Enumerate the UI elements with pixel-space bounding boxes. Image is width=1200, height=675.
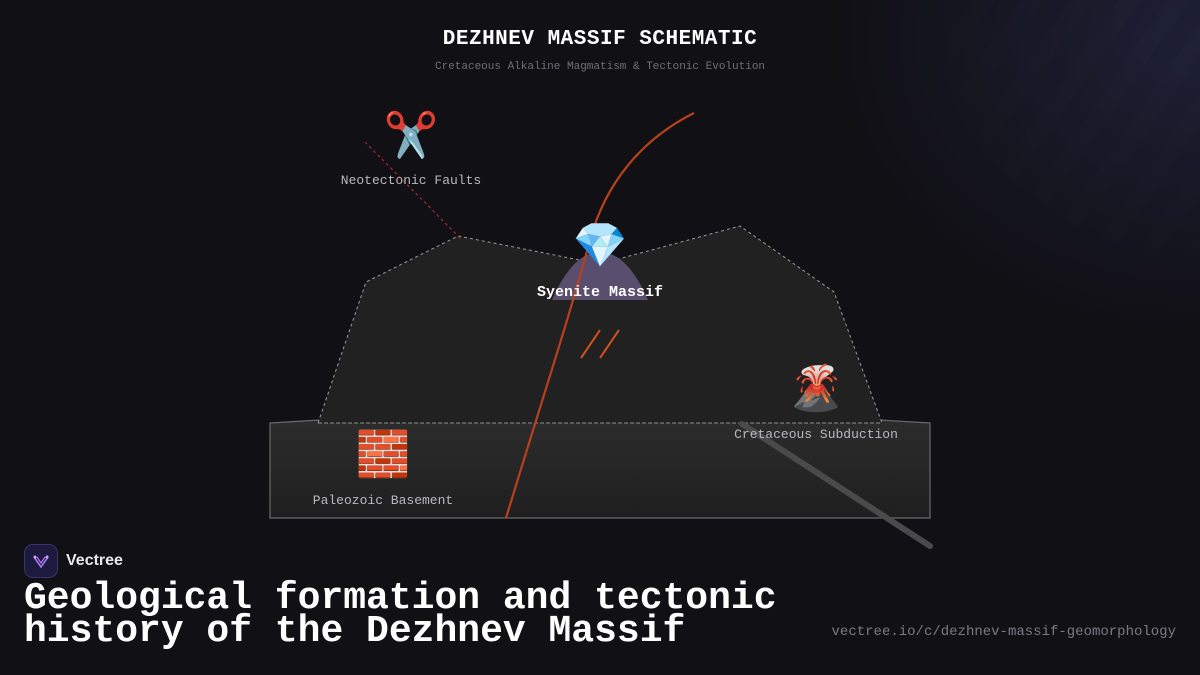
subduction-slab [739,421,933,549]
main-fault-line [504,112,695,519]
volcano-icon: 🌋 [788,363,844,414]
neotectonic-dashed-fault [364,141,461,239]
massif-body [317,225,883,424]
brick-icon: 🧱 [355,429,411,480]
dike-2 [599,329,620,359]
syenite-massif-label: Syenite Massif [536,284,664,301]
headline-line-1: Geological formation and tectonic [24,577,777,620]
cretaceous-subduction-label: Cretaceous Subduction [734,427,898,442]
headline: Geological formation and tectonic histor… [24,577,784,653]
brand-name: Vectree [66,552,123,569]
diagram-subtitle: Cretaceous Alkaline Magmatism & Tectonic… [434,61,766,73]
diagram-title: DEZHNEV MASSIF SCHEMATIC [442,28,758,51]
dike-1 [580,329,601,359]
vectree-logo-icon [24,544,58,578]
neotectonic-faults-label: Neotectonic Faults [340,173,482,188]
paleozoic-basement-label: Paleozoic Basement [312,493,454,508]
source-url[interactable]: vectree.io/c/dezhnev-massif-geomorpholog… [831,624,1176,640]
brand[interactable]: Vectree [24,544,123,578]
gem-icon: 💎 [572,220,628,271]
headline-line-2: history of the Dezhnev Massif [24,610,686,653]
scissors-icon: ✂️ [383,110,439,161]
